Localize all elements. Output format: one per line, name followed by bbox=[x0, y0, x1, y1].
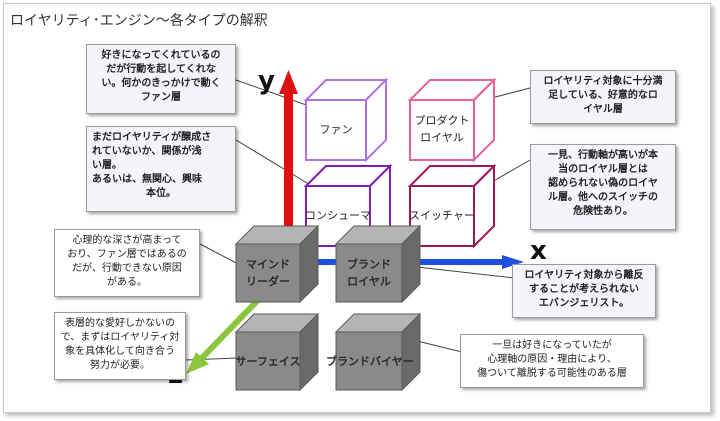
connector-brand-loyal bbox=[407, 265, 515, 279]
callout-mind-leader-line: 心理的な深さが高まって bbox=[72, 235, 182, 246]
cube-label-product-loyal-line2: ロイヤル bbox=[420, 131, 464, 144]
x-axis-label: x bbox=[530, 236, 547, 266]
callout-brand-loyal: ロイヤリティ対象から離反 することが考えられない エバンジェリスト。 bbox=[512, 264, 656, 318]
callout-switcher-line: 認められない偽のロイヤ bbox=[548, 178, 658, 189]
mind-leader-cube bbox=[234, 224, 320, 304]
callout-consumer-line: 本位。 bbox=[146, 188, 176, 199]
cube-label-mind-leader-line2: リーダー bbox=[246, 275, 290, 288]
cube-label-brand-buyer: ブランドバイヤー bbox=[326, 355, 414, 368]
callout-surface-line: で、まずはロイヤリティ対 bbox=[60, 332, 180, 343]
callout-switcher-line: 危険性あり。 bbox=[573, 206, 633, 217]
connector-fan bbox=[235, 79, 313, 108]
cube-label-consumer: コンシューマ bbox=[305, 209, 371, 222]
callout-brand-loyal-line: エバンジェリスト。 bbox=[538, 298, 630, 309]
cube-label-switcher: スイッチャー bbox=[409, 209, 475, 222]
callout-product-loyal-line: 足している、好意的なロ bbox=[548, 90, 658, 101]
callout-brand-loyal-line: ロイヤリティ対象から離反 bbox=[524, 270, 644, 281]
y-axis-arrow bbox=[279, 70, 298, 262]
callout-product-loyal-line: イヤル層 bbox=[583, 104, 623, 115]
callout-surface-line: 努力が必要。 bbox=[90, 360, 150, 371]
callout-fan: 好きになってくれているの だが行動を起してくれな い。何かのきっかけで動く ファ… bbox=[86, 44, 236, 114]
fan-cube bbox=[303, 77, 389, 163]
cube-label-brand-loyal: ブランド ロイヤル bbox=[336, 256, 402, 290]
z-axis-overlay bbox=[227, 309, 249, 332]
switcher-cube bbox=[407, 163, 497, 249]
callout-fan-line: い。何かのきっかけで動く bbox=[101, 78, 221, 89]
callout-surface-line: 象を具体化して向き合う bbox=[65, 346, 175, 357]
product-loyal-cube bbox=[407, 77, 497, 163]
callout-brand-buyer-line: 傷ついて離脱する可能性のある層 bbox=[477, 368, 627, 379]
cube-label-mind-leader: マインド リーダー bbox=[236, 256, 300, 290]
callout-consumer-line: まだロイヤリティが醸成さ bbox=[92, 132, 212, 143]
callout-fan-line: ファン層 bbox=[141, 92, 181, 103]
callout-mind-leader: 心理的な深さが高まって おり、ファン層ではあるの だが、行動できない原因 がある… bbox=[54, 229, 200, 297]
cube-label-fan: ファン bbox=[319, 123, 353, 136]
callout-mind-leader-line: だが、行動できない原因 bbox=[72, 263, 182, 274]
callout-mind-leader-line: がある。 bbox=[107, 277, 147, 288]
callout-switcher: 一見、行動軸が高いが本 当のロイヤル層とは 認められない偽のロイヤ ル層。他への… bbox=[530, 144, 676, 230]
callout-brand-buyer-line: 一旦は好きになっていたが bbox=[492, 340, 612, 351]
brand-buyer-cube bbox=[334, 312, 422, 392]
connector-consumer bbox=[235, 139, 313, 187]
cube-label-product-loyal-line1: プロダクト bbox=[414, 114, 470, 127]
connector-mind-leader bbox=[199, 243, 243, 267]
callout-brand-loyal-line: することが考えられない bbox=[529, 284, 639, 295]
callout-product-loyal-line: ロイヤリティ対象に十分満 bbox=[543, 76, 663, 87]
callout-switcher-line: ル層。他へのスイッチの bbox=[548, 192, 658, 203]
callout-fan-line: 好きになってくれているの bbox=[101, 50, 221, 61]
y-axis-label: y bbox=[258, 66, 275, 96]
page-title: ロイヤリティ･エンジン～各タイプの解釈 bbox=[10, 13, 268, 29]
callout-brand-buyer-line: 心理軸の原因・理由により、 bbox=[487, 354, 617, 365]
cube-label-brand-loyal-line2: ロイヤル bbox=[347, 275, 391, 288]
callout-surface: 表層的な愛好しかないの で、まずはロイヤリティ対 象を具体化して向き合う 努力が… bbox=[54, 312, 186, 380]
callout-fan-line: だが行動を起してくれな bbox=[106, 64, 216, 75]
brand-loyal-cube bbox=[334, 224, 422, 304]
callout-surface-line: 表層的な愛好しかないの bbox=[65, 318, 175, 329]
callout-product-loyal: ロイヤリティ対象に十分満 足している、好意的なロ イヤル層 bbox=[530, 70, 676, 124]
surface-cube bbox=[234, 312, 320, 392]
callout-consumer: まだロイヤリティが醸成さ れていないか、関係が浅 い層。 あるいは、無関心、興味… bbox=[86, 126, 236, 212]
cube-label-product-loyal: プロダクト ロイヤル bbox=[410, 112, 474, 146]
callout-mind-leader-line: おり、ファン層ではあるの bbox=[67, 249, 187, 260]
callout-consumer-line: れていないか、関係が浅 bbox=[92, 146, 202, 157]
callout-consumer-line: い層。 bbox=[92, 160, 122, 171]
cube-label-surface: サーフェイス bbox=[235, 355, 301, 368]
callout-consumer-line: あるいは、無関心、興味 bbox=[92, 174, 202, 185]
callout-switcher-line: 当のロイヤル層とは bbox=[558, 164, 648, 175]
callout-brand-buyer: 一旦は好きになっていたが 心理軸の原因・理由により、 傷ついて離脱する可能性のあ… bbox=[460, 334, 644, 388]
cube-label-brand-loyal-line1: ブランド bbox=[347, 258, 391, 271]
callout-switcher-line: 一見、行動軸が高いが本 bbox=[548, 150, 658, 161]
cube-label-mind-leader-line1: マインド bbox=[246, 258, 290, 271]
